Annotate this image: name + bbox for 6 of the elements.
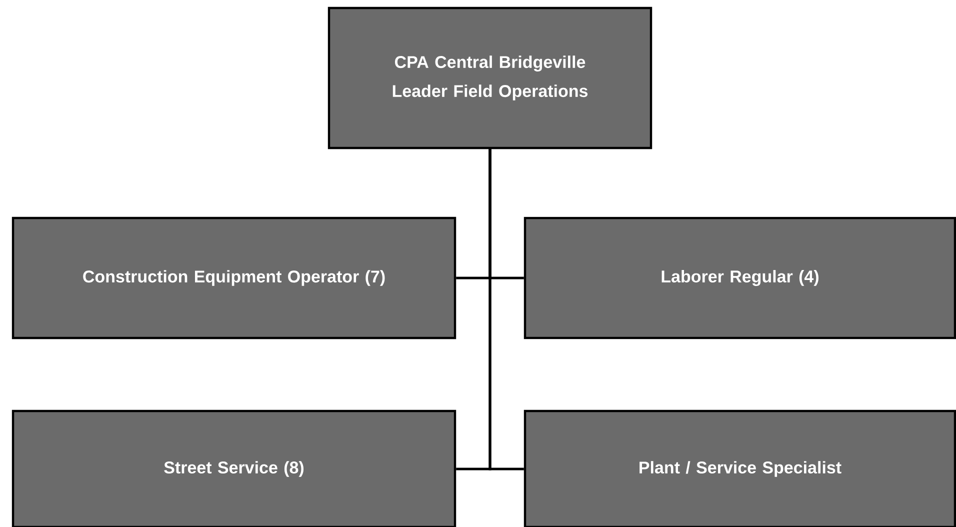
role-box: Plant / Service Specialist [524, 410, 956, 527]
role-box: Laborer Regular (4) [524, 216, 956, 340]
role-box: Street Service (8) [12, 410, 456, 527]
title-box: CPA Central Bridgeville Leader Field Operations [328, 6, 652, 150]
role-box: Construction Equipment Operator (7) [12, 216, 456, 340]
connector-line [488, 149, 524, 470]
